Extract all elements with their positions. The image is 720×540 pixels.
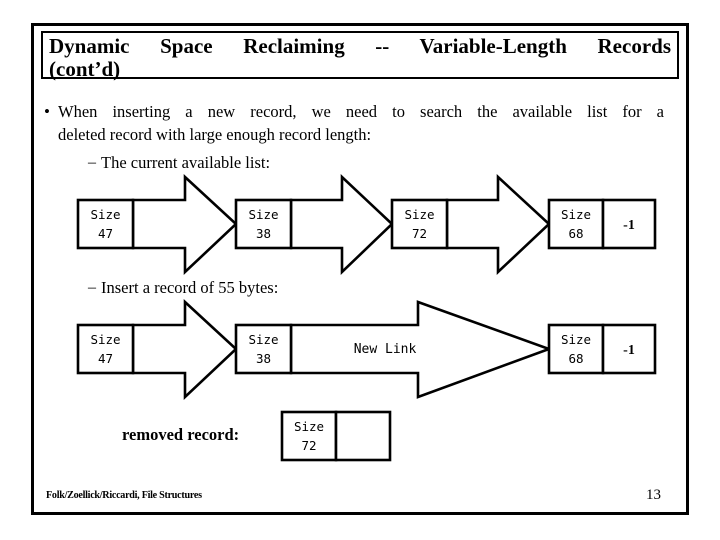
node-size-word: Size [561, 332, 591, 347]
removed-record-next-cell [334, 410, 392, 462]
node-size-word: Size [404, 207, 434, 222]
removed-record-label: removed record: [122, 425, 240, 444]
dash-marker-icon: – [88, 279, 96, 296]
sub-bullet-2-text: Insert a record of 55 bytes: [101, 278, 279, 297]
sub-bullet-current-list: – The current available list: [88, 152, 648, 174]
node-box-size-38 [234, 198, 293, 250]
node-next-cell-null [601, 198, 657, 250]
bullet-text-line-2: deleted record with large enough record … [58, 125, 372, 144]
node-size-value-38: 38 [256, 226, 271, 241]
new-link-label: New Link [354, 342, 417, 357]
node-size-value-38-after: 38 [256, 351, 271, 366]
node-box-size-47 [76, 198, 135, 250]
page-title-line-1: Dynamic Space Reclaiming -- Variable-Len… [49, 34, 671, 58]
bullet-block: • When inserting a new record, we need t… [44, 100, 664, 146]
dash-marker-icon: – [88, 154, 96, 171]
node-next-cell-null-after [601, 323, 657, 375]
node-box-size-72 [390, 198, 449, 250]
page-number: 13 [646, 487, 661, 503]
sub-bullet-insert-record: – Insert a record of 55 bytes: [88, 277, 648, 299]
slide-border [31, 23, 689, 515]
node-size-value-47-after: 47 [98, 351, 113, 366]
node-size-value-68: 68 [568, 226, 583, 241]
link-arrow-47-to-38-after [131, 299, 238, 401]
node-size-word: Size [90, 332, 120, 347]
node-size-value-72: 72 [412, 226, 427, 241]
bullet-text: When inserting a new record, we need to … [58, 100, 664, 146]
node-box-size-47-after [76, 323, 135, 375]
null-pointer-value-after: -1 [623, 343, 635, 358]
footer-source-text: Folk/Zoellick/Riccardi, File Structures [46, 489, 202, 501]
null-pointer-value: -1 [623, 218, 635, 233]
link-arrow-72-to-68 [445, 174, 551, 276]
node-size-word: Size [248, 332, 278, 347]
link-arrow-38-to-72 [289, 173, 394, 276]
node-size-value-47: 47 [98, 226, 113, 241]
node-size-word: Size [561, 207, 591, 222]
link-arrow-47-to-38 [131, 174, 238, 276]
title-box: Dynamic Space Reclaiming -- Variable-Len… [41, 31, 679, 81]
node-size-word: Size [90, 207, 120, 222]
bullet-text-line-1: When inserting a new record, we need to … [58, 102, 664, 121]
page-title-line-2: (cont’d) [49, 57, 121, 81]
node-box-size-38-after [234, 323, 293, 375]
bullet-item: • When inserting a new record, we need t… [44, 100, 664, 146]
node-size-value-68-after: 68 [568, 351, 583, 366]
node-size-word: Size [294, 419, 324, 434]
node-size-word: Size [248, 207, 278, 222]
new-link-arrow-38-to-68 [289, 300, 553, 399]
removed-record-size-value: 72 [301, 438, 316, 453]
bullet-marker-icon: • [44, 102, 50, 121]
sub-bullet-1-text: The current available list: [101, 153, 271, 172]
